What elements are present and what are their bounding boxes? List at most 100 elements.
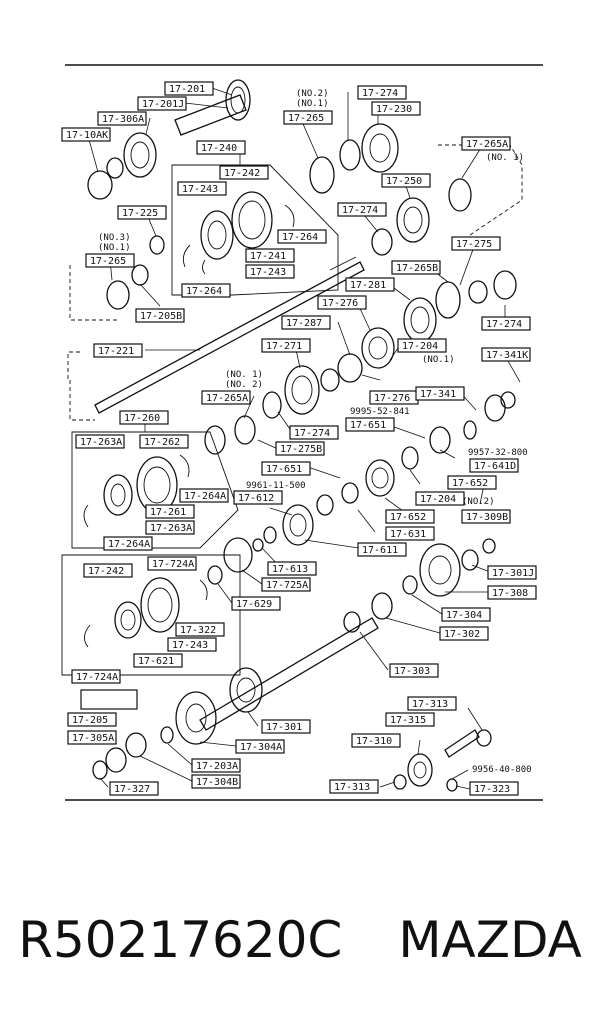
part-label-text: 17-631: [390, 529, 426, 540]
part-label-box: [109, 781, 159, 796]
part-label-text: 17-651: [266, 464, 302, 475]
part-label: 17-243: [245, 264, 295, 279]
part-label: 17-230: [371, 101, 421, 116]
part-label-text: 17-651: [350, 420, 386, 431]
part-label: 17-651: [345, 417, 395, 432]
brand-name: MAZDA: [398, 911, 582, 969]
part-label-box: [371, 101, 421, 116]
part-label-box: [385, 712, 435, 727]
part-label-box: [487, 585, 537, 600]
part-label-text: 17-203A: [196, 761, 238, 772]
part-label-box: [415, 491, 465, 506]
part-label-box: [487, 565, 537, 580]
part-label: 17-263A: [145, 520, 195, 535]
part-label-box: [139, 434, 189, 449]
note: (NO.1): [296, 99, 329, 109]
part-label-text: 17-264: [282, 232, 318, 243]
part-label: 17-621: [133, 653, 183, 668]
part-label-text: 17-724A: [76, 672, 118, 683]
part-label: 17-309B: [461, 509, 511, 524]
part-label: 17-341: [415, 386, 465, 401]
part-label-text: 17-274: [342, 205, 378, 216]
part-label: 17-10AK: [61, 127, 111, 142]
caption: R50217620C MAZDA: [0, 895, 600, 985]
part-label-box: [196, 140, 246, 155]
part-label-box: [93, 343, 143, 358]
part-label: 17-287: [281, 315, 331, 330]
part-label: 17-341K: [481, 347, 531, 362]
part-label-box: [337, 202, 387, 217]
part-label-text: 17-303: [394, 666, 430, 677]
part-label-box: [345, 277, 395, 292]
part-label-box: [235, 739, 285, 754]
part-label-text: 17-264: [186, 286, 222, 297]
part-label-text: 17-341: [420, 389, 456, 400]
part-label-text: 17-10AK: [66, 130, 108, 141]
part-label-text: 17-275B: [280, 444, 322, 455]
part-label-box: [447, 475, 497, 490]
part-label: 17-265: [85, 253, 135, 268]
part-label-box: [135, 308, 185, 323]
part-label-text: 17-309B: [466, 512, 508, 523]
part-label-text: 17-274: [486, 319, 522, 330]
part-label-text: 17-305A: [72, 733, 114, 744]
part-label-box: [245, 264, 295, 279]
part-label-text: 17-271: [266, 341, 302, 352]
part-label-box: [181, 283, 231, 298]
part-label-text: 17-225: [122, 208, 158, 219]
part-label-text: 17-201: [169, 84, 205, 95]
part-label-box: [261, 338, 311, 353]
part-label-box: [145, 504, 195, 519]
part-label: 17-306A: [97, 111, 147, 126]
part-label-text: 17-241: [250, 251, 286, 262]
part-label-text: 17-276: [322, 298, 358, 309]
part-label: 17-264: [181, 283, 231, 298]
part-label: 17-243: [167, 637, 217, 652]
part-label-text: 17-242: [88, 566, 124, 577]
part-label-box: [85, 253, 135, 268]
part-label: 17-612: [233, 490, 283, 505]
part-label-box: [261, 577, 311, 592]
part-label-text: 17-221: [98, 346, 134, 357]
part-label-text: 17-611: [362, 545, 398, 556]
part-label: 17-724A: [71, 669, 121, 684]
part-label-text: 17-276: [374, 393, 410, 404]
note: 9995-52-841: [350, 407, 410, 417]
part-label: 17-275B: [275, 441, 325, 456]
part-label: 17-641D: [469, 458, 519, 473]
part-label: 17-264A: [179, 488, 229, 503]
part-label-text: 17-313: [334, 782, 370, 793]
highlight-box: [80, 689, 138, 710]
part-label: 17-631: [385, 526, 435, 541]
part-label-text: 17-652: [390, 512, 426, 523]
part-label: 17-629: [231, 596, 281, 611]
part-label: 17-250: [381, 173, 431, 188]
part-label-box: [461, 509, 511, 524]
part-label: 17-310: [351, 733, 401, 748]
part-label-text: 17-261: [150, 507, 186, 518]
note: 9956-40-800: [472, 765, 532, 775]
part-label-box: [351, 733, 401, 748]
part-label-box: [389, 663, 439, 678]
part-label-box: [175, 622, 225, 637]
part-label: 17-242: [219, 165, 269, 180]
part-label-box: [439, 626, 489, 641]
part-label-text: 17-274: [362, 88, 398, 99]
part-label-box: [451, 236, 501, 251]
part-label-box: [179, 488, 229, 503]
part-label: 17-274: [289, 425, 339, 440]
note: (NO. 2): [225, 380, 263, 390]
part-label-text: 17-243: [182, 184, 218, 195]
part-label: 17-276: [369, 390, 419, 405]
part-label-box: [231, 596, 281, 611]
part-label: 17-265: [283, 110, 333, 125]
part-label-text: 17-260: [124, 413, 160, 424]
part-label-text: 17-629: [236, 599, 272, 610]
part-label: 17-304: [441, 607, 491, 622]
part-label-box: [191, 774, 241, 789]
part-label: 17-301J: [487, 565, 537, 580]
part-label: 17-260: [119, 410, 169, 425]
part-label: 17-262: [139, 434, 189, 449]
part-label-text: 17-287: [286, 318, 322, 329]
part-label: 17-613: [267, 561, 317, 576]
